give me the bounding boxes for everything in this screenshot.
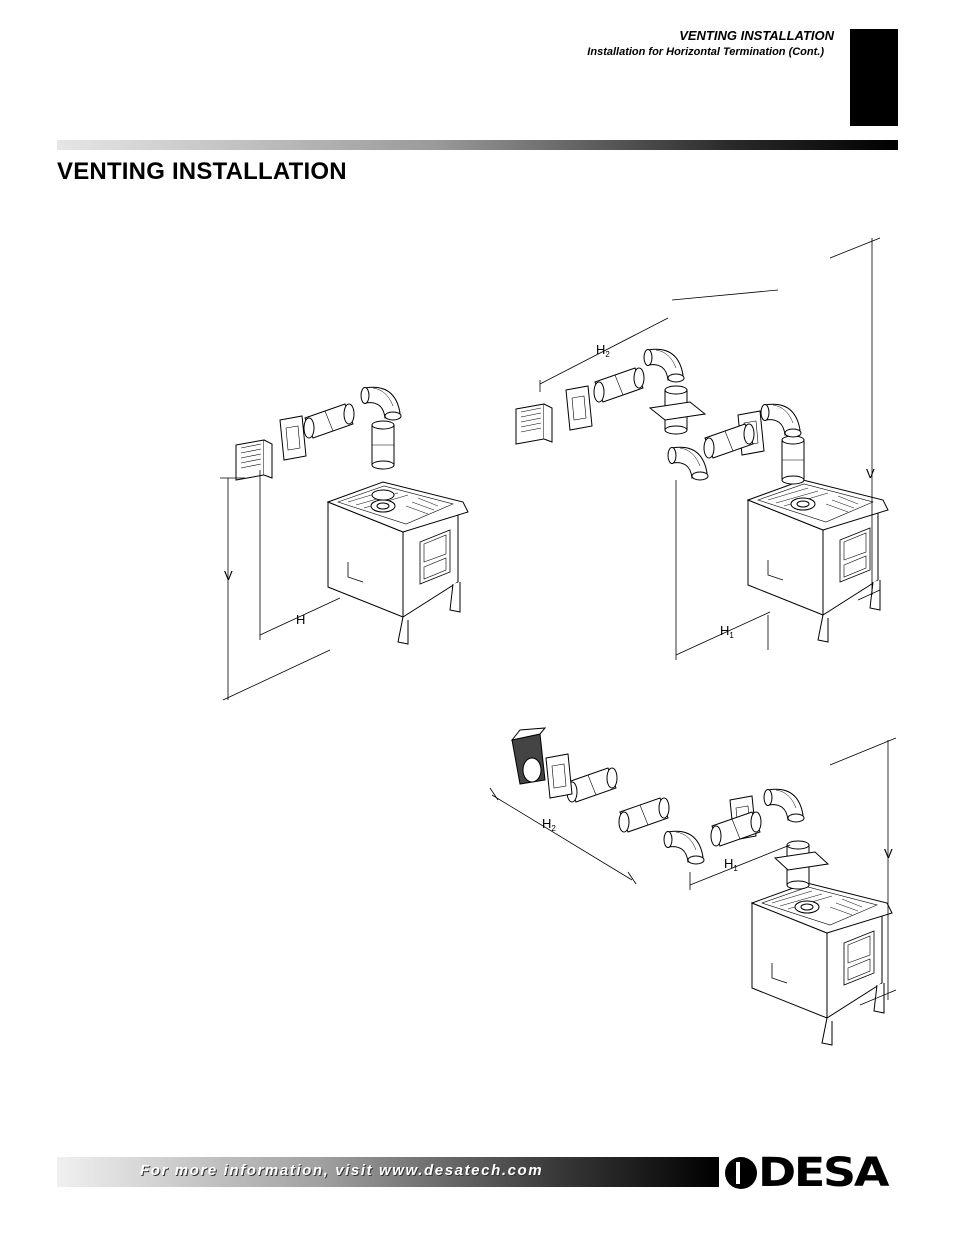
fig2-h2-label: H2 xyxy=(596,342,610,359)
desa-logo-mark xyxy=(725,1157,757,1189)
figure-1-horizontal-vent: V H xyxy=(220,386,469,701)
header-rule xyxy=(57,140,898,150)
header-subtitle: Installation for Horizontal Termination … xyxy=(587,46,824,58)
fig3-v-label: V xyxy=(884,846,893,861)
page-title: VENTING INSTALLATION xyxy=(57,158,347,185)
fig1-h-label: H xyxy=(296,612,305,627)
fig3-h1-label: H1 xyxy=(724,856,738,873)
figure-3-extended-vent: V H2 H1 xyxy=(489,727,897,1046)
fig2-h1-label: H1 xyxy=(720,623,734,640)
header-section-title: VENTING INSTALLATION xyxy=(679,28,834,43)
figure-2-offset-vent: V H2 H1 xyxy=(515,237,889,660)
desa-logo-text: DESA xyxy=(758,1150,889,1196)
footer-bar xyxy=(57,1157,719,1187)
fig3-h2-label: H2 xyxy=(542,816,556,833)
fig2-v-label: V xyxy=(866,466,875,481)
section-tab xyxy=(850,29,898,126)
footer-link-text[interactable]: For more information, visit www.desatech… xyxy=(140,1162,544,1179)
fig1-v-label: V xyxy=(224,568,233,583)
